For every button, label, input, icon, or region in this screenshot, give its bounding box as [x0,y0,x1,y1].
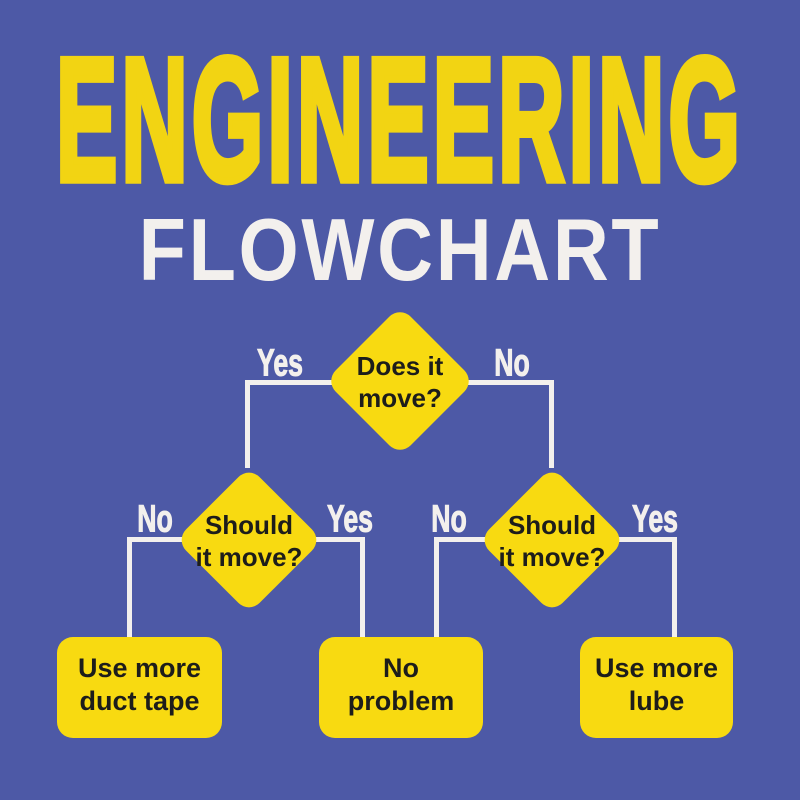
edge-label-left-no: No [137,496,173,540]
page-subtitle: FLOWCHART [138,200,662,299]
outcome-box-no-problem: No problem [319,637,483,738]
edge-label-root-yes: Yes [257,340,304,384]
outcome-text-line: No [383,652,419,683]
outcome-text-line: Use more [594,652,719,683]
connector-right-no-vertical [434,537,439,638]
edge-label-right-yes: Yes [632,496,679,540]
connector-right-yes-vertical [672,537,677,638]
outcome-text-line: lube [628,685,685,716]
outcome-box-use-more-lube: Use more lube [580,637,733,738]
decision-text-line: move? [358,383,442,413]
edge-label-right-no: No [431,496,467,540]
decision-text-line: Should [204,510,294,540]
outcome-box-use-more-duct-tape: Use more duct tape [57,637,222,738]
decision-text-should-it-move-right: Should it move? [472,491,632,591]
edge-label-left-yes: Yes [327,496,374,540]
connector-left-yes-vertical [360,537,365,638]
decision-text-line: Should [507,510,597,540]
connector-root-no-vertical [549,380,554,468]
decision-text-line: it move? [498,542,606,572]
decision-text-does-it-move: Does it move? [320,332,480,432]
decision-text-line: it move? [195,542,303,572]
edge-label-root-no: No [494,340,530,384]
page-title: ENGINEERING [54,19,745,220]
outcome-text-line: problem [347,685,455,716]
decision-text-should-it-move-left: Should it move? [169,491,329,591]
decision-text-line: Does it [356,351,444,381]
outcome-text-line: duct tape [79,685,200,716]
connector-left-no-vertical [127,537,132,638]
outcome-text-line: Use more [77,652,202,683]
connector-root-yes-vertical [245,380,250,468]
